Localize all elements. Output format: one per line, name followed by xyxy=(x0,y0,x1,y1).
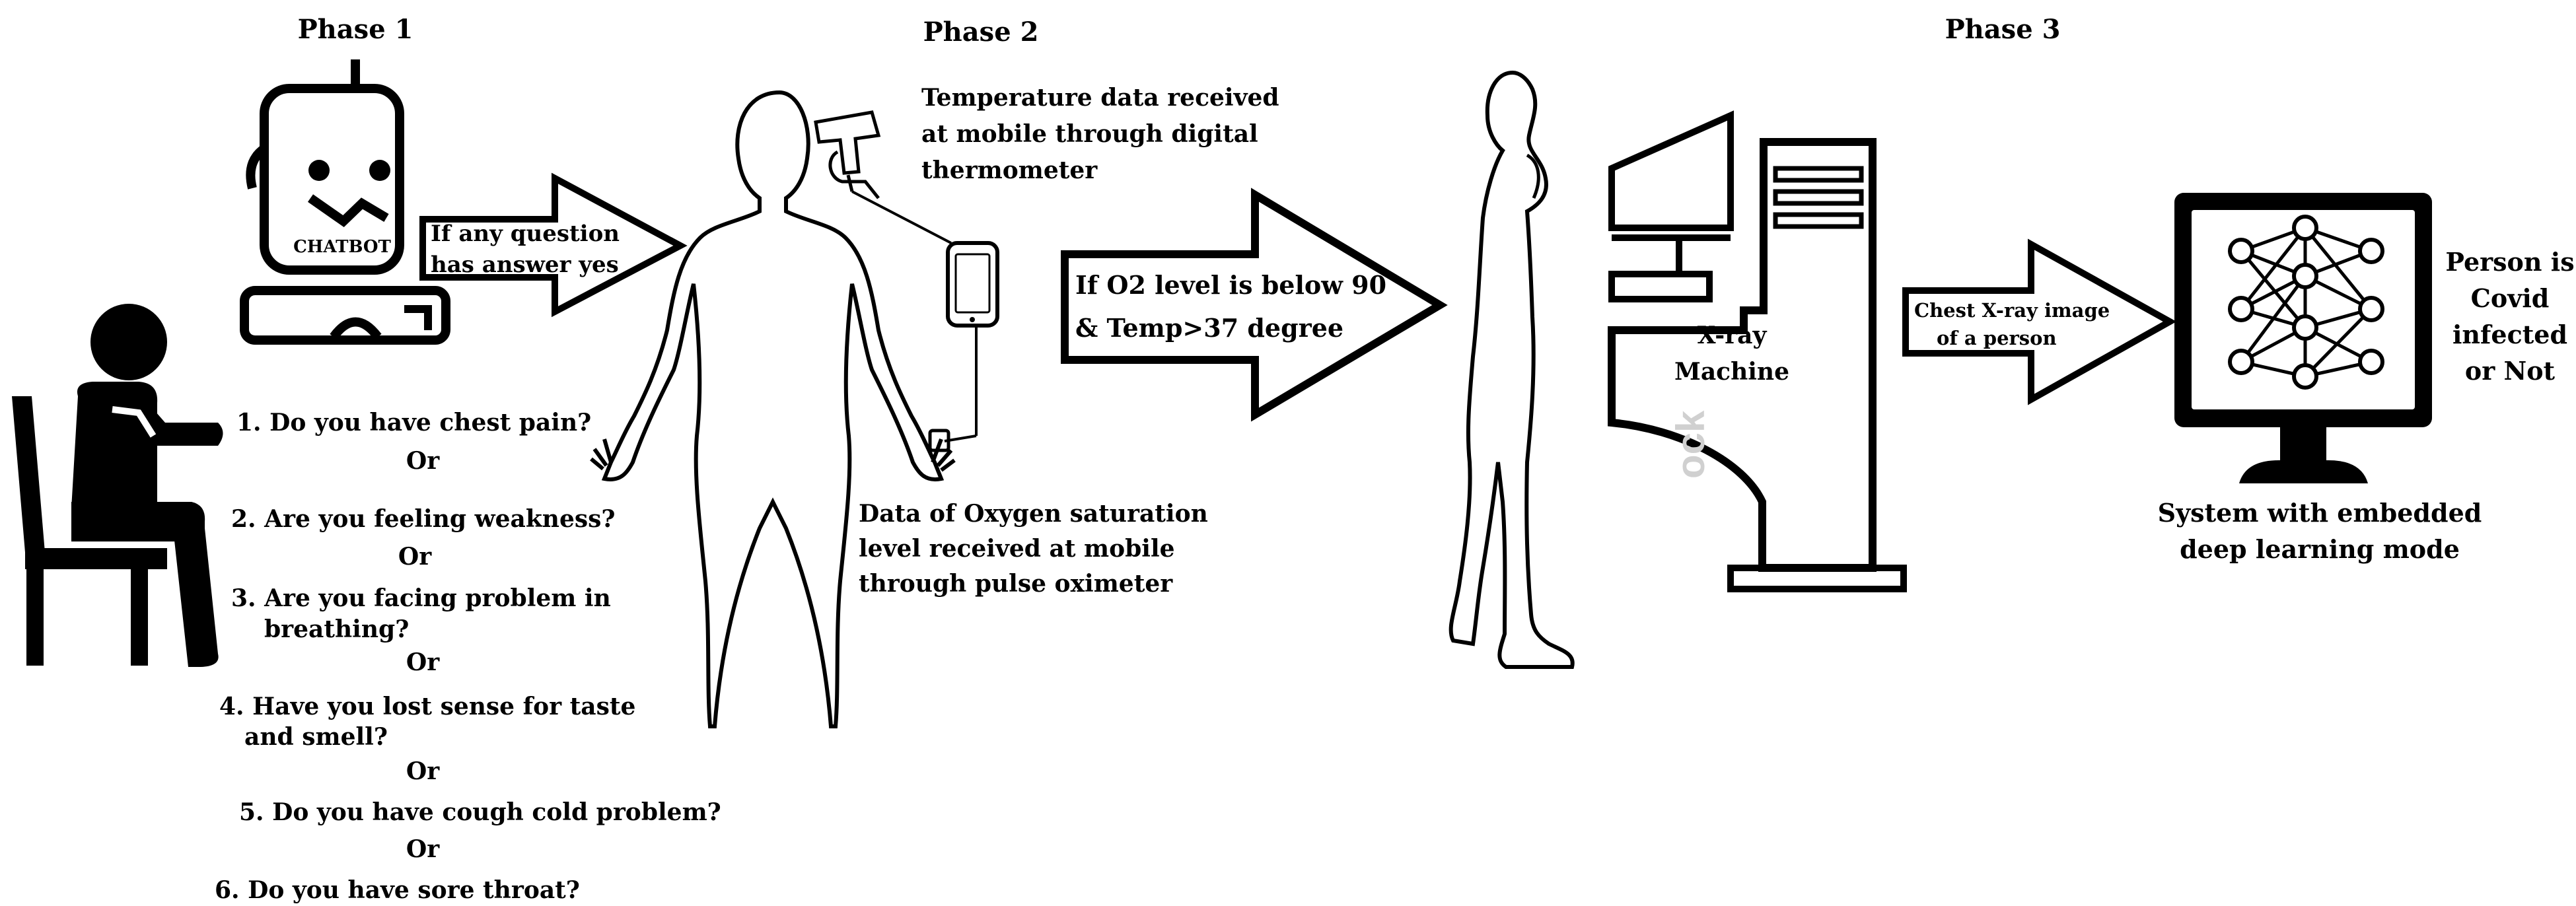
or-2: Or xyxy=(398,543,432,571)
arrow-1-text-line-2: has answer yes xyxy=(431,252,619,278)
xray-label-line-1: X-ray xyxy=(1698,322,1768,349)
mobile-phone-icon xyxy=(944,241,999,442)
arrow-2: If O2 level is below 90 & Temp>37 degree xyxy=(1061,188,1448,422)
person-side-view-icon xyxy=(1449,70,1575,669)
oxygen-note-line-1: Data of Oxygen saturation xyxy=(859,500,1208,528)
oxygen-note-line-2: level received at mobile xyxy=(859,535,1175,563)
result-line-1: Person is xyxy=(2445,247,2574,277)
question-2: 2. Are you feeling weakness? xyxy=(231,505,615,533)
questionnaire: 1. Do you have chest pain? Or 2. Are you… xyxy=(215,409,721,904)
system-caption-line-1: System with embedded xyxy=(2158,498,2482,528)
arrow-3-text-line-2: of a person xyxy=(1937,327,2057,349)
phase-2-title: Phase 2 xyxy=(923,17,1039,48)
xray-label-line-2: Machine xyxy=(1674,358,1789,386)
result-line-3: infected xyxy=(2452,320,2567,349)
or-1: Or xyxy=(406,447,440,475)
seated-person-icon xyxy=(12,304,223,667)
system-caption-line-2: deep learning mode xyxy=(2180,534,2460,564)
arrow-3: Chest X-ray image of a person xyxy=(1902,238,2177,405)
question-4-line-1: 4. Have you lost sense for taste xyxy=(219,693,635,720)
chatbot-robot-icon: CHATBOT xyxy=(240,59,450,345)
question-5: 5. Do you have cough cold problem? xyxy=(239,798,721,826)
question-3-line-2: breathing? xyxy=(264,615,409,643)
deep-learning-monitor-icon xyxy=(2174,193,2432,483)
system-caption: System with embedded deep learning mode xyxy=(2158,498,2482,564)
result-line-2: Covid xyxy=(2471,283,2550,313)
temperature-note: Temperature data received at mobile thro… xyxy=(921,84,1279,184)
or-5: Or xyxy=(406,835,440,863)
oxygen-note-line-3: through pulse oximeter xyxy=(859,570,1173,598)
chatbot-screen-label: CHATBOT xyxy=(293,237,391,257)
or-4: Or xyxy=(406,757,440,785)
arrow-1: If any question has answer yes xyxy=(419,172,688,318)
or-3: Or xyxy=(406,648,440,676)
phase-3-title: Phase 3 xyxy=(1945,14,2061,45)
question-3-line-1: 3. Are you facing problem in xyxy=(231,584,611,612)
oxygen-note: Data of Oxygen saturation level received… xyxy=(859,500,1208,598)
temperature-note-line-1: Temperature data received xyxy=(921,84,1279,112)
body-outline-icon xyxy=(590,90,956,728)
phase-1-title: Phase 1 xyxy=(298,14,413,45)
question-4-line-2: and smell? xyxy=(244,723,388,751)
temperature-note-line-2: at mobile through digital xyxy=(921,120,1258,148)
pulse-oximeter-icon xyxy=(928,429,950,452)
result-line-4: or Not xyxy=(2465,356,2556,386)
stock-watermark: ock xyxy=(1668,410,1713,479)
xray-machine-icon: X-ray Machine ock xyxy=(1608,110,1907,592)
arrow-2-text-line-2: & Temp>37 degree xyxy=(1075,313,1343,343)
question-1: 1. Do you have chest pain? xyxy=(236,409,591,436)
arrow-1-text-line-1: If any question xyxy=(431,221,620,247)
thermometer-icon xyxy=(814,110,952,244)
temperature-note-line-3: thermometer xyxy=(921,157,1098,184)
result-label: Person is Covid infected or Not xyxy=(2445,247,2574,386)
arrow-2-text-line-1: If O2 level is below 90 xyxy=(1075,270,1386,300)
arrow-3-text-line-1: Chest X-ray image xyxy=(1914,299,2110,322)
question-6: 6. Do you have sore throat? xyxy=(215,876,580,904)
